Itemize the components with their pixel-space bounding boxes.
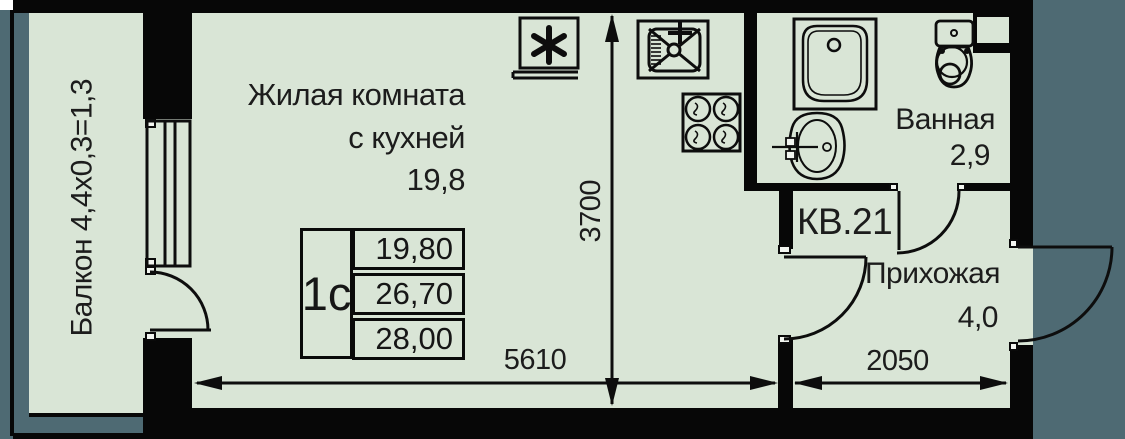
railing-edge-bottom [13,433,143,439]
usable-area-value: 26,70 [375,276,453,311]
wall-kitchen-bath-divider [744,13,757,190]
wall-hall-divider-upper [779,190,793,249]
apartment-number-label: КВ.21 [797,201,893,242]
bathroom-label: Ванная [895,103,995,136]
wall-right-lower [1010,345,1033,439]
balcony-door-jamb-top [145,266,156,275]
wall-balcony-lower [143,338,192,408]
wall-bath-bottom-left [744,183,897,191]
wall-right-upper [1010,0,1033,247]
living-area-cell: 19,80 [352,228,465,270]
balcony-railing-bottom [0,413,143,436]
wall-hall-divider-stub [778,340,793,408]
hallway-label: Прихожая [864,257,1001,290]
wall-top [13,0,1032,13]
usable-area-cell: 26,70 [352,273,465,315]
bath-door-jamb-left [889,183,898,191]
wall-bottom [143,408,1033,439]
dimension-2050-label: 2050 [866,345,929,377]
outside-area [1033,0,1125,439]
main-room-label-line2: с кухней [348,120,465,155]
railing-line-vertical [10,10,14,436]
dimension-5610-label: 5610 [503,344,567,376]
wall-niche [977,17,1009,43]
balcony-label: Балкон 4,4х0,3=1,3 [65,78,99,337]
main-room-area: 19,8 [406,162,466,197]
main-room-label-line1: Жилая комната [247,77,466,112]
entry-door-jamb-bottom [1009,342,1018,351]
window-jamb-top [145,119,156,128]
bath-door-jamb-right [957,183,966,191]
hallway-area: 4,0 [957,301,999,334]
hall-door-jamb-top [778,245,791,254]
balcony-railing-left [0,10,29,439]
railing-line-horizontal [29,413,143,417]
total-area-value: 28,00 [375,321,453,356]
entry-door-jamb-top [1009,239,1018,248]
balcony-door-jamb-bottom [145,332,156,341]
dimension-3700-label: 3700 [574,179,607,243]
wall-balcony-upper [143,13,192,119]
total-area-cell: 28,00 [352,318,465,360]
hall-door-jamb-bottom [778,335,791,344]
wall-bath-bottom-right [961,183,1010,191]
flat-type-label: 1с [301,267,352,320]
bathroom-area: 2,9 [949,139,991,172]
flat-type-cell: 1с [300,228,353,359]
living-area-value: 19,80 [375,231,453,266]
